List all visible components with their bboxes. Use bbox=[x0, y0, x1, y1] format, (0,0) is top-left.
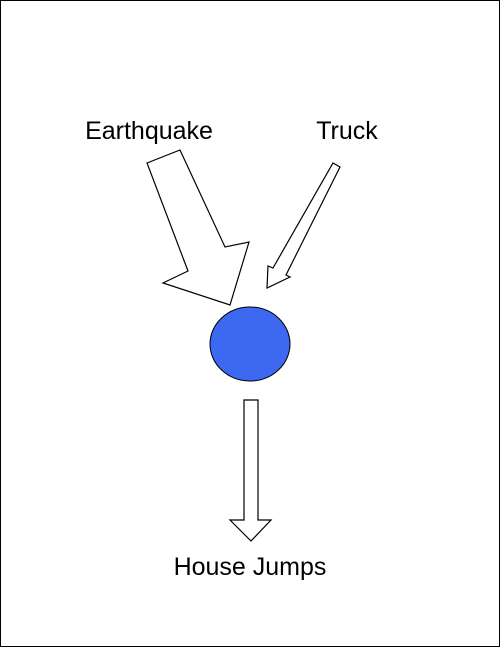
cause-label-truck: Truck bbox=[316, 117, 378, 145]
central-node bbox=[209, 306, 291, 382]
cause-label-earthquake: Earthquake bbox=[85, 117, 213, 145]
arrow-earthquake-to-node bbox=[146, 149, 250, 306]
arrow-truck-to-node bbox=[266, 162, 341, 289]
effect-label-house-jumps: House Jumps bbox=[174, 553, 327, 581]
arrow-node-to-effect bbox=[228, 399, 273, 542]
